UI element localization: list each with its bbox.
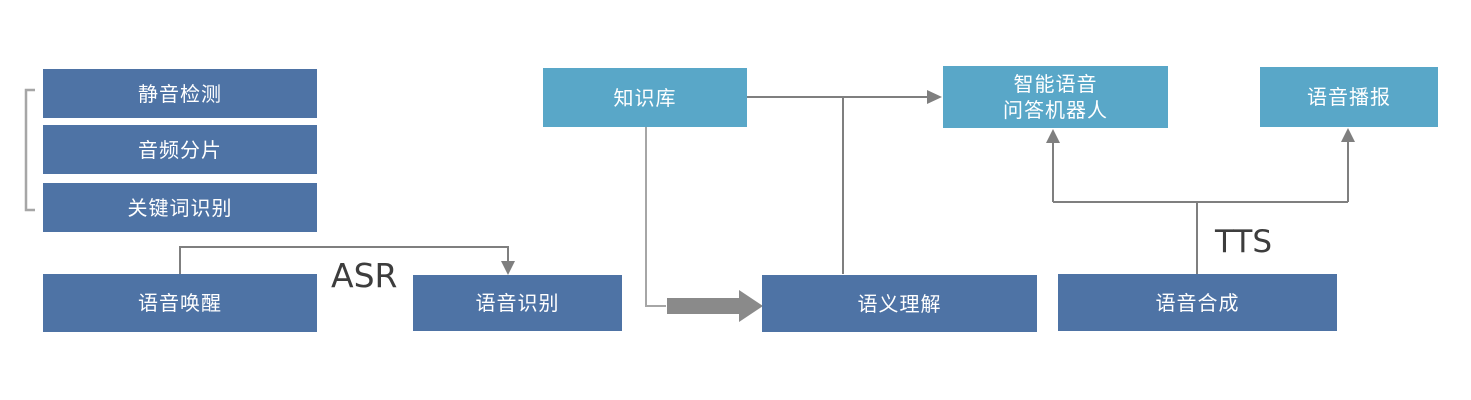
node-speech-recognition-label: 语音识别 xyxy=(475,291,560,315)
edge-wakeup-to-recognition-line xyxy=(179,246,509,274)
node-voice-broadcast: 语音播报 xyxy=(1260,67,1438,127)
node-voice-wakeup-label: 语音唤醒 xyxy=(138,291,222,315)
node-silence-detection: 静音检测 xyxy=(43,69,317,118)
edge-knowledge-to-qarobot-arrowhead-icon xyxy=(927,90,942,104)
node-semantic-understanding: 语义理解 xyxy=(762,275,1037,332)
edge-wakeup-to-recognition-arrowhead-icon xyxy=(501,261,515,275)
edge-label-tts: TTS xyxy=(1215,224,1273,260)
group-bracket xyxy=(24,88,35,212)
node-qa-robot-label-line2: 问答机器人 xyxy=(1003,98,1108,122)
node-audio-segmentation: 音频分片 xyxy=(43,125,317,174)
node-semantic-understanding-label: 语义理解 xyxy=(857,291,942,316)
node-audio-segmentation-label: 音频分片 xyxy=(138,137,222,162)
edge-label-asr: ASR xyxy=(331,256,398,295)
node-knowledge-base: 知识库 xyxy=(543,68,747,127)
edge-tts-fork-line xyxy=(1052,140,1349,274)
node-voice-broadcast-label: 语音播报 xyxy=(1307,85,1391,109)
edge-tts-right-arrowhead-icon xyxy=(1341,128,1355,142)
node-voice-wakeup: 语音唤醒 xyxy=(43,274,317,332)
edge-knowledge-down-line xyxy=(645,127,666,307)
node-keyword-recognition-label: 关键词识别 xyxy=(127,195,233,220)
node-qa-robot-label-line1: 智能语音 xyxy=(1013,72,1098,96)
node-speech-recognition: 语音识别 xyxy=(413,275,622,331)
node-knowledge-base-label: 知识库 xyxy=(613,85,677,110)
node-keyword-recognition: 关键词识别 xyxy=(43,183,317,232)
node-speech-synthesis-label: 语音合成 xyxy=(1155,290,1240,315)
node-silence-detection-label: 静音检测 xyxy=(138,81,222,106)
node-qa-robot: 智能语音 问答机器人 xyxy=(943,66,1168,128)
thick-arrow-to-semantic-icon xyxy=(667,290,763,322)
node-speech-synthesis: 语音合成 xyxy=(1058,274,1337,331)
edge-tts-left-arrowhead-icon xyxy=(1046,129,1060,143)
